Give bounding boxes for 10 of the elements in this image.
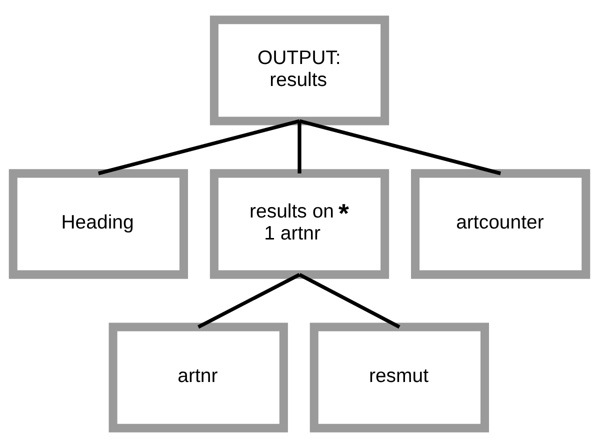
connector [298, 272, 400, 328]
connector [98, 118, 300, 175]
node-box: artnr [108, 322, 288, 432]
node-box: artcounter [411, 168, 590, 278]
node-box: Heading [8, 168, 188, 278]
connector [298, 120, 302, 173]
node-box: resmut [310, 322, 489, 432]
node-box: OUTPUT: results [210, 15, 390, 125]
connector [198, 272, 300, 328]
connector [299, 118, 502, 175]
